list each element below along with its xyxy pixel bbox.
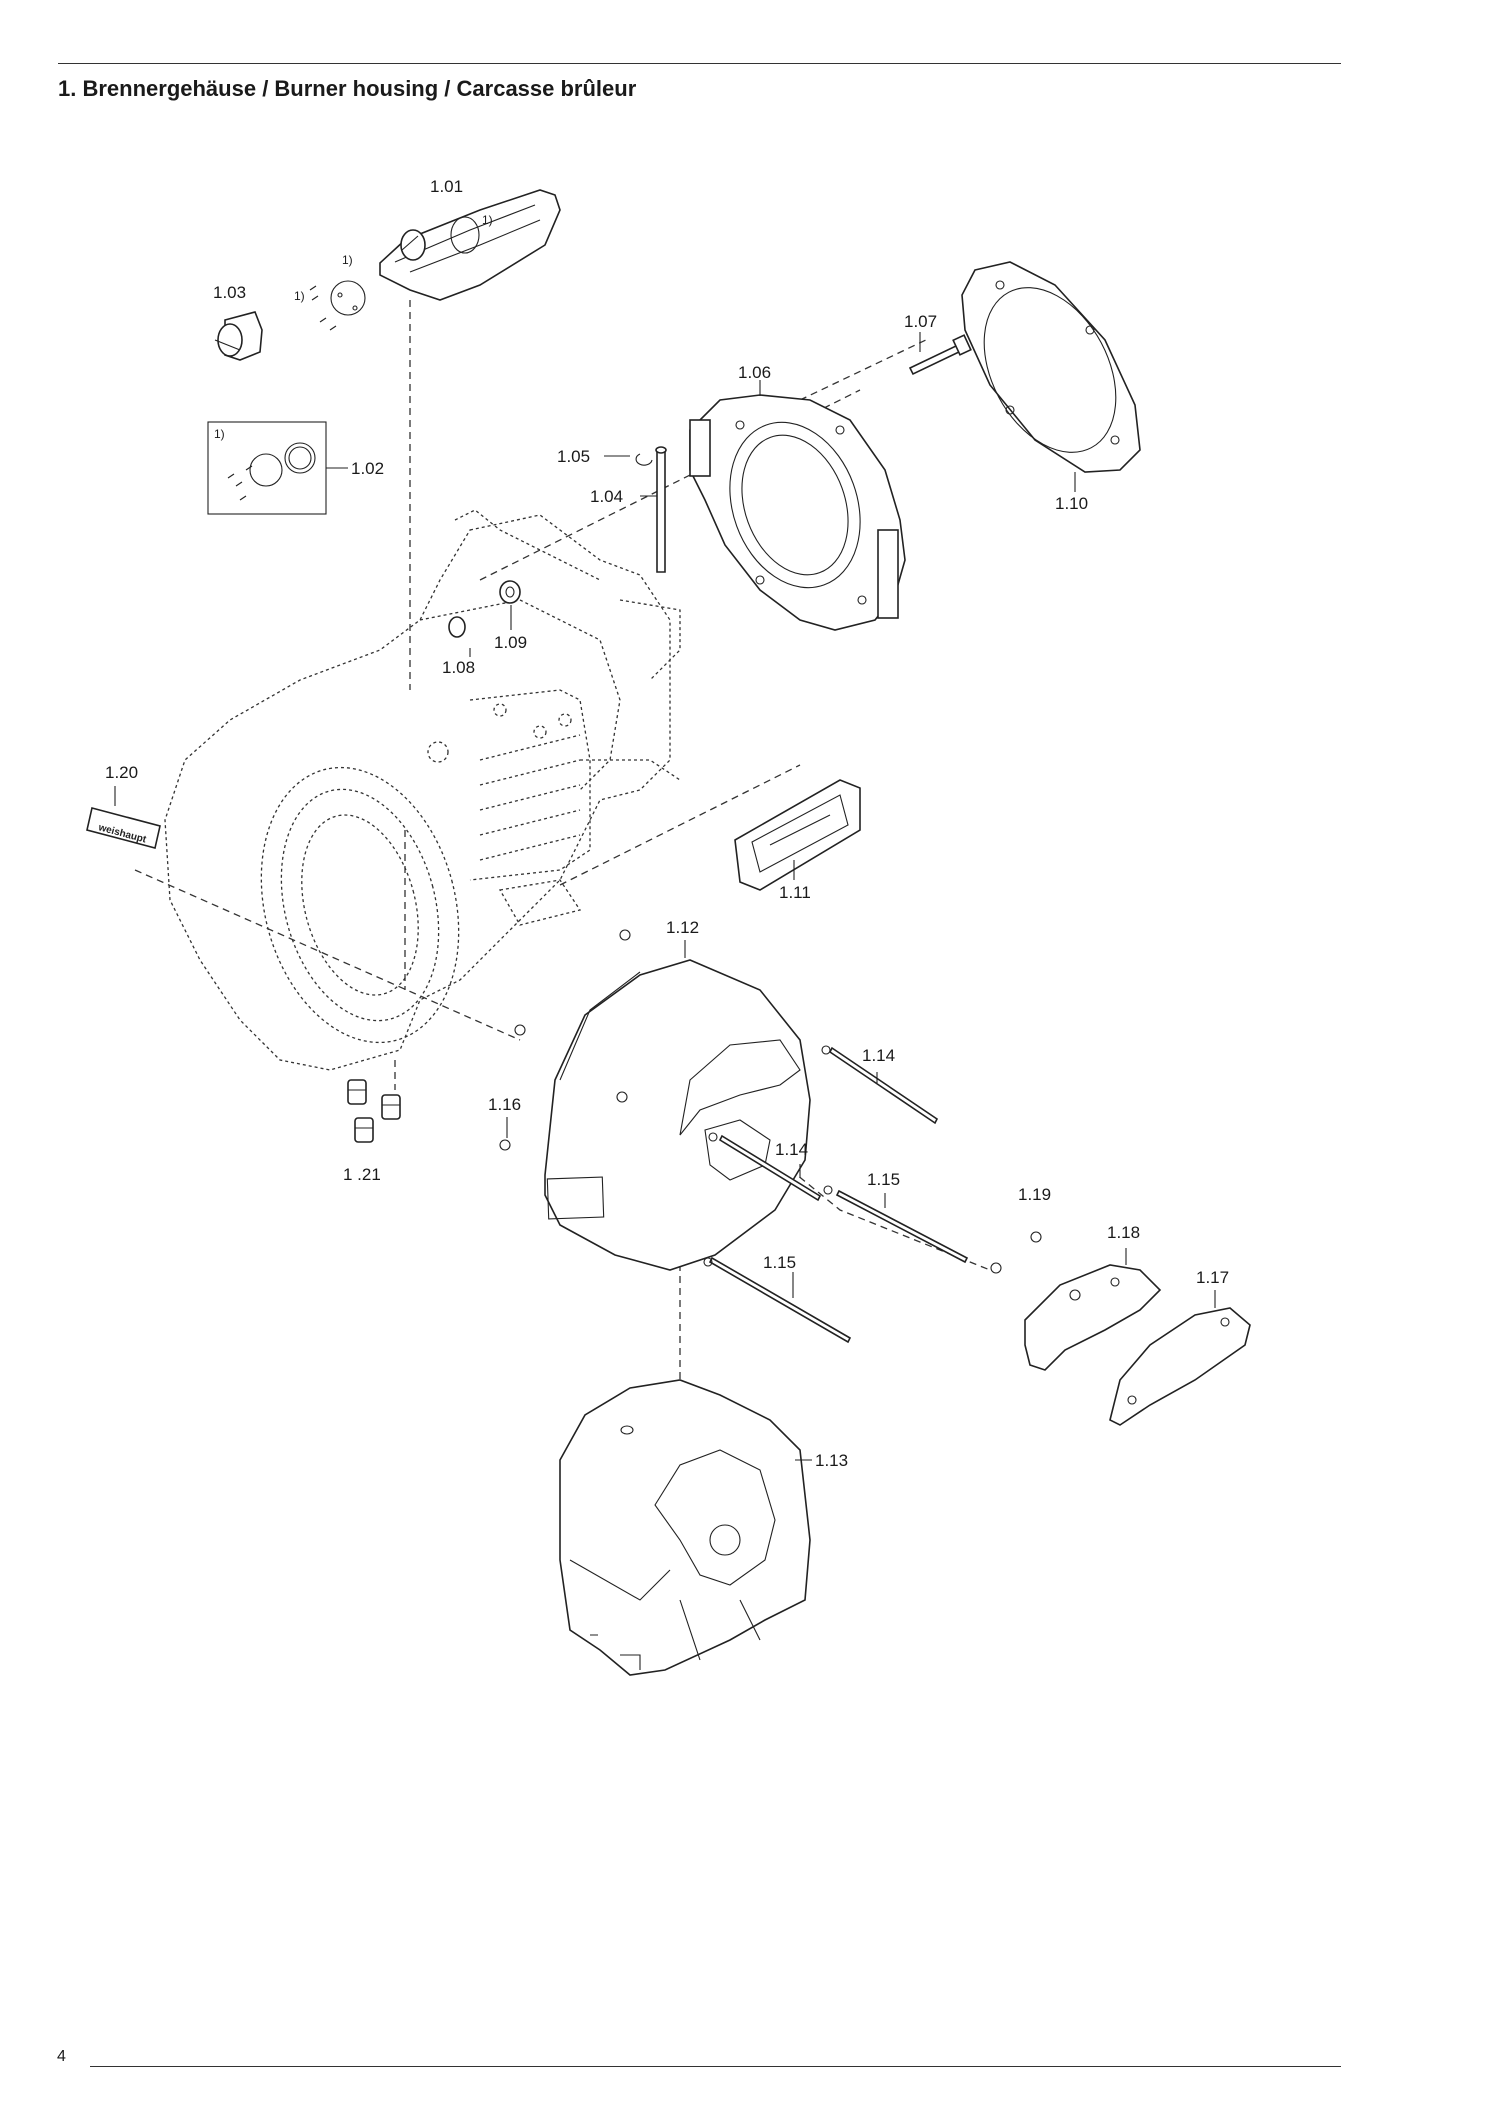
part-116-washers bbox=[499, 929, 631, 1151]
part-114-rod-lower bbox=[708, 1132, 822, 1202]
part-104-pin bbox=[640, 446, 667, 573]
part-label-1-18: 1.18 bbox=[1107, 1223, 1140, 1242]
part-105-clip bbox=[604, 453, 653, 466]
part-label-1-05: 1.05 bbox=[557, 447, 590, 466]
part-label-1-10: 1.10 bbox=[1055, 494, 1088, 513]
part-112-cover bbox=[544, 940, 811, 1271]
part-labels: 1.01 1.02 1.03 1.04 1.05 1.06 1.07 1.08 … bbox=[105, 177, 1229, 1470]
part-117-plate bbox=[1109, 1290, 1251, 1426]
footnote-marker: 1) bbox=[294, 289, 305, 303]
part-label-1-11: 1.11 bbox=[779, 883, 811, 902]
part-label-1-09: 1.09 bbox=[494, 633, 527, 652]
part-label-1-03: 1.03 bbox=[213, 283, 246, 302]
svg-text:1): 1) bbox=[482, 213, 493, 227]
part-103-knob bbox=[214, 311, 263, 361]
part-label-1-06: 1.06 bbox=[738, 363, 771, 382]
part-label-1-19: 1.19 bbox=[1018, 1185, 1051, 1204]
burner-housing-outline bbox=[164, 509, 681, 1071]
part-label-1-13: 1.13 bbox=[815, 1451, 848, 1470]
part-label-1-02: 1.02 bbox=[351, 459, 384, 478]
part-label-1-14: 1.14 bbox=[775, 1140, 808, 1159]
part-101-cover bbox=[379, 189, 561, 301]
part-114-rod-upper bbox=[821, 1045, 939, 1125]
part-label-1-15: 1.15 bbox=[763, 1253, 796, 1272]
part-115-rod-upper bbox=[823, 1185, 969, 1264]
part-102-set-box: 1) bbox=[207, 421, 348, 515]
part-label-1-20: 1.20 bbox=[105, 763, 138, 782]
part-label-1-21: 1 .21 bbox=[343, 1165, 381, 1184]
part-118-bracket bbox=[1024, 1248, 1162, 1371]
part-label-1-07: 1.07 bbox=[904, 312, 937, 331]
part-label-1-04: 1.04 bbox=[590, 487, 623, 506]
part-label-1-08: 1.08 bbox=[442, 658, 475, 677]
part-106-flange bbox=[689, 380, 906, 631]
part-label-1-01: 1.01 bbox=[430, 177, 463, 196]
part-120-badge: weishaupt bbox=[86, 786, 161, 849]
part-108-plug bbox=[448, 616, 471, 657]
part-103-plate: 1) 1) bbox=[294, 253, 366, 331]
part-111-frame bbox=[734, 779, 861, 891]
footnote-marker: 1) bbox=[214, 427, 225, 441]
part-110-gasket bbox=[961, 261, 1141, 492]
page-number: 4 bbox=[57, 2048, 66, 2065]
header-rule bbox=[58, 63, 1341, 64]
footer-rule bbox=[90, 2066, 1341, 2067]
part-label-1-15: 1.15 bbox=[867, 1170, 900, 1189]
part-label-1-17: 1.17 bbox=[1196, 1268, 1229, 1287]
part-label-1-12: 1.12 bbox=[666, 918, 699, 937]
part-113-hood bbox=[559, 1379, 812, 1676]
part-109-washer bbox=[499, 580, 521, 630]
part-label-1-14: 1.14 bbox=[862, 1046, 895, 1065]
part-107-bolt bbox=[908, 332, 972, 376]
page-title: 1. Brennergehäuse / Burner housing / Car… bbox=[58, 76, 637, 101]
part-119-nut bbox=[990, 1231, 1042, 1274]
part-121-glands bbox=[347, 1079, 401, 1143]
part-101-footnote: 1) bbox=[482, 213, 493, 227]
footnote-marker: 1) bbox=[342, 253, 353, 267]
part-label-1-16: 1.16 bbox=[488, 1095, 521, 1114]
part-115-rod-lower bbox=[703, 1256, 852, 1344]
